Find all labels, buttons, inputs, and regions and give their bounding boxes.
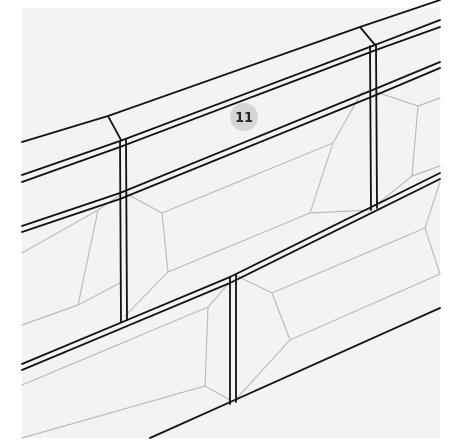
- callout-label: 11: [235, 111, 253, 126]
- lower-left-tile-inner-panel: [21, 306, 209, 439]
- bevel-lines: [21, 91, 441, 439]
- tile-outlines: [21, 0, 441, 439]
- callout-circle: [230, 103, 258, 131]
- cap-band-upper-rail: [21, 19, 441, 176]
- cap-band-top-edge: [21, 0, 441, 143]
- vertical-joint-right: [369, 45, 372, 211]
- callout-11: 11: [230, 103, 258, 131]
- cap-band-lower-rail: [21, 26, 441, 183]
- vertical-joint-left: [119, 140, 122, 323]
- row3-bottom-seam: [149, 307, 441, 439]
- lower-right-tile-inner-panel: [271, 227, 441, 341]
- left-tile-inner-panel: [21, 209, 99, 326]
- right-tile-inner-panel: [411, 97, 441, 177]
- row2-top-seam: [21, 61, 441, 227]
